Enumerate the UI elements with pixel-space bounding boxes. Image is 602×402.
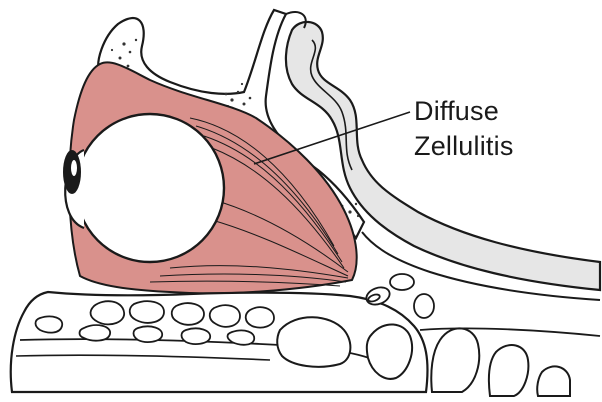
diffuse-cellulitis-label: Diffuse Zellulitis	[414, 94, 514, 164]
callout-label-line-1: Diffuse	[414, 94, 514, 129]
callout-label-line-2: Zellulitis	[414, 129, 514, 164]
